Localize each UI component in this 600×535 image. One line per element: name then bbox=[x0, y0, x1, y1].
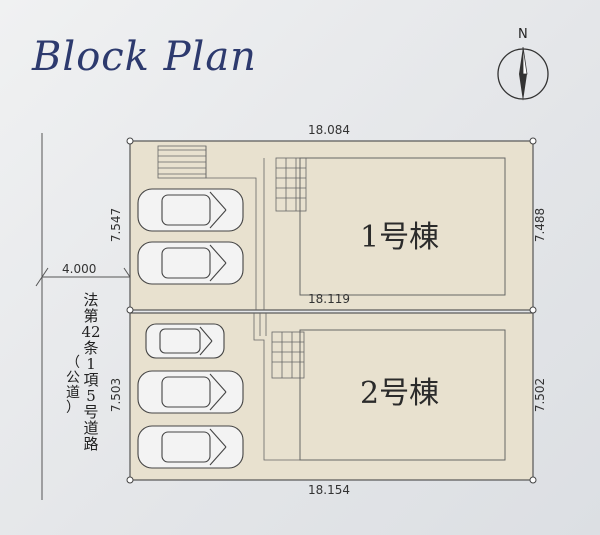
road-char: ） bbox=[66, 400, 80, 416]
lot1-left-dimension: 7.547 bbox=[109, 207, 124, 243]
compass: N bbox=[496, 27, 556, 107]
building-2-footprint bbox=[299, 329, 506, 461]
road-char: 法 bbox=[83, 291, 99, 309]
road-char: 道 bbox=[83, 419, 99, 437]
stairs bbox=[157, 145, 265, 310]
car-3 bbox=[145, 323, 225, 359]
road-public-label: （ 公 道 ） bbox=[64, 356, 82, 416]
road-char: （ bbox=[66, 355, 80, 371]
building-1-footprint bbox=[299, 157, 506, 296]
car-4 bbox=[137, 370, 244, 414]
compass-icon bbox=[497, 46, 549, 101]
building-2-label: 2号棟 bbox=[360, 376, 440, 411]
road-char: 道 bbox=[66, 385, 80, 401]
car-1 bbox=[137, 188, 244, 232]
lot2-bottom-dimension: 18.154 bbox=[308, 483, 350, 497]
entrance-1 bbox=[275, 157, 307, 212]
car-2 bbox=[137, 241, 244, 285]
building-1-label: 1号棟 bbox=[360, 220, 440, 255]
north-label: N bbox=[518, 27, 528, 42]
lot2-left-dimension: 7.503 bbox=[109, 377, 124, 413]
entrance-2 bbox=[253, 313, 305, 461]
road-char: 1 bbox=[86, 355, 96, 373]
road-char: 路 bbox=[83, 435, 99, 453]
road-width-dimension: 4.000 bbox=[62, 262, 97, 276]
road-char: 条 bbox=[83, 339, 99, 357]
road-char: 項 bbox=[83, 371, 99, 389]
lot1-bottom-dimension: 18.119 bbox=[308, 292, 350, 306]
road-name: 法 第 42 条 1 項 5 号 道 路 bbox=[80, 292, 102, 452]
road-char: 第 bbox=[83, 307, 99, 325]
road-char: 5 bbox=[86, 387, 96, 405]
lot2-right-dimension: 7.502 bbox=[533, 377, 548, 413]
car-5 bbox=[137, 425, 244, 469]
road-char: 42 bbox=[81, 323, 101, 341]
lot1-top-dimension: 18.084 bbox=[308, 123, 350, 137]
road-char: 公 bbox=[66, 370, 80, 386]
road-char: 号 bbox=[83, 403, 99, 421]
lot1-right-dimension: 7.488 bbox=[533, 207, 548, 243]
page-title: Block Plan bbox=[32, 34, 257, 80]
